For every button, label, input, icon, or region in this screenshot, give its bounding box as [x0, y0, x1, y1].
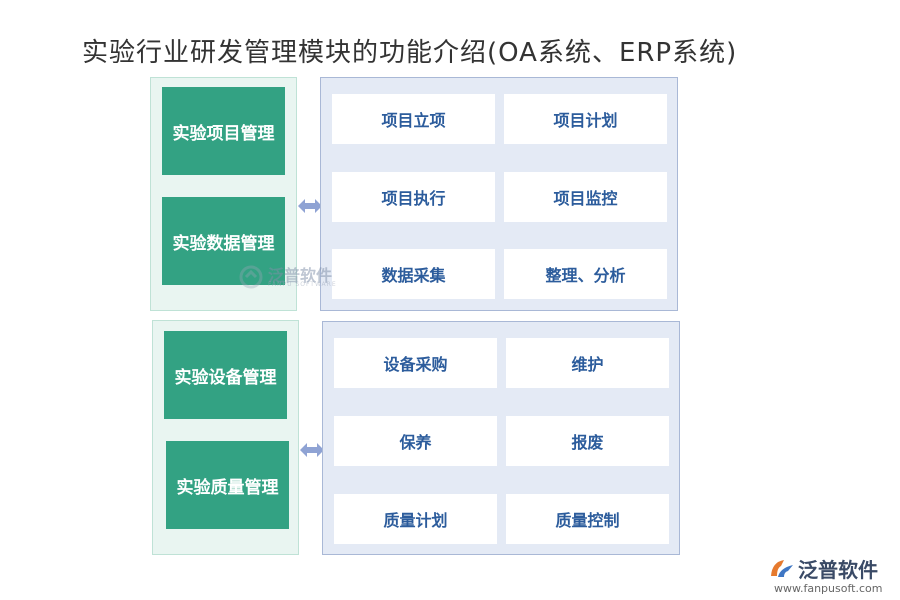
- logo-url: www.fanpusoft.com: [774, 582, 883, 595]
- watermark-text: 泛普软件: [268, 266, 333, 285]
- function-cell: 项目执行: [332, 172, 495, 222]
- watermark-logo-icon: [239, 265, 263, 289]
- function-cell: 质量计划: [334, 494, 497, 544]
- function-cell: 设备采购: [334, 338, 497, 388]
- page-title: 实验行业研发管理模块的功能介绍(OA系统、ERP系统): [82, 38, 738, 68]
- module-experiment-equipment: 实验设备管理: [164, 331, 287, 419]
- function-cell: 项目计划: [504, 94, 667, 144]
- module-experiment-quality: 实验质量管理: [166, 441, 289, 529]
- function-cell: 质量控制: [506, 494, 669, 544]
- module-experiment-data: 实验数据管理: [162, 197, 285, 285]
- double-arrow-icon: [298, 199, 322, 213]
- function-cell: 项目监控: [504, 172, 667, 222]
- function-cell: 报废: [506, 416, 669, 466]
- module-experiment-project: 实验项目管理: [162, 87, 285, 175]
- double-arrow-icon: [300, 443, 324, 457]
- logo-text: 泛普软件: [798, 558, 878, 582]
- function-cell: 数据采集: [332, 249, 495, 299]
- function-cell: 项目立项: [332, 94, 495, 144]
- fanpu-logo-icon: [771, 560, 793, 577]
- function-cell: 维护: [506, 338, 669, 388]
- function-cell: 整理、分析: [504, 249, 667, 299]
- function-cell: 保养: [334, 416, 497, 466]
- watermark-subtext: FANPU SOFTWARE: [268, 281, 337, 288]
